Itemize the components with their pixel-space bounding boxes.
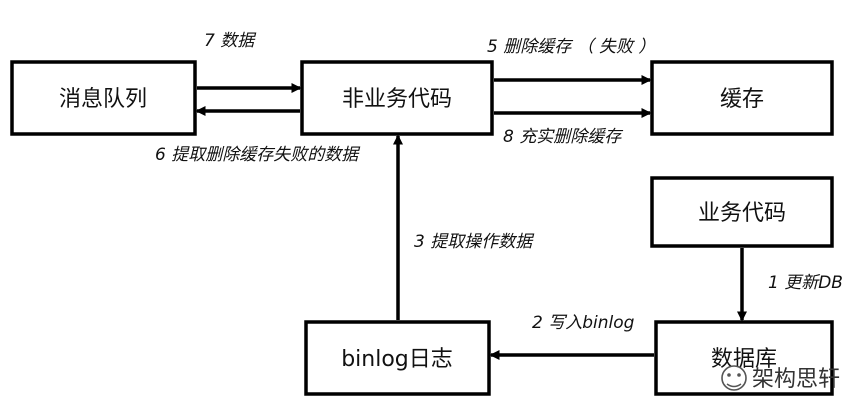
node-message-queue: 消息队列 [10, 60, 197, 136]
message-queue-label: 消息队列 [59, 87, 147, 112]
edge-label-7: 7 数据 [204, 31, 257, 51]
binlog-log-label: binlog日志 [341, 347, 453, 372]
edge-label-5: 5 删除缓存 （ 失败 ） [487, 37, 655, 57]
database-label: 数据库 [711, 347, 777, 372]
node-non-business-code: 非业务代码 [300, 60, 494, 136]
business-code-label: 业务代码 [698, 201, 786, 226]
edge-label-2: 2 写入binlog [532, 313, 635, 333]
watermark: 架构思轩 [721, 365, 840, 392]
non-business-code-label: 非业务代码 [342, 87, 452, 112]
edge-label-1: 1 更新DB [768, 273, 843, 293]
node-binlog-log: binlog日志 [304, 320, 491, 396]
watermark-text: 架构思轩 [752, 367, 840, 392]
edge-label-3: 3 提取操作数据 [414, 232, 535, 252]
wechat-icon [721, 365, 747, 391]
node-cache: 缓存 [650, 60, 834, 136]
cache-label: 缓存 [720, 87, 764, 112]
edge-label-6: 6 提取删除缓存失败的数据 [155, 145, 361, 165]
edge-label-8: 8 充实删除缓存 [503, 127, 623, 147]
node-database: 数据库 [654, 320, 834, 396]
node-business-code: 业务代码 [650, 176, 834, 248]
